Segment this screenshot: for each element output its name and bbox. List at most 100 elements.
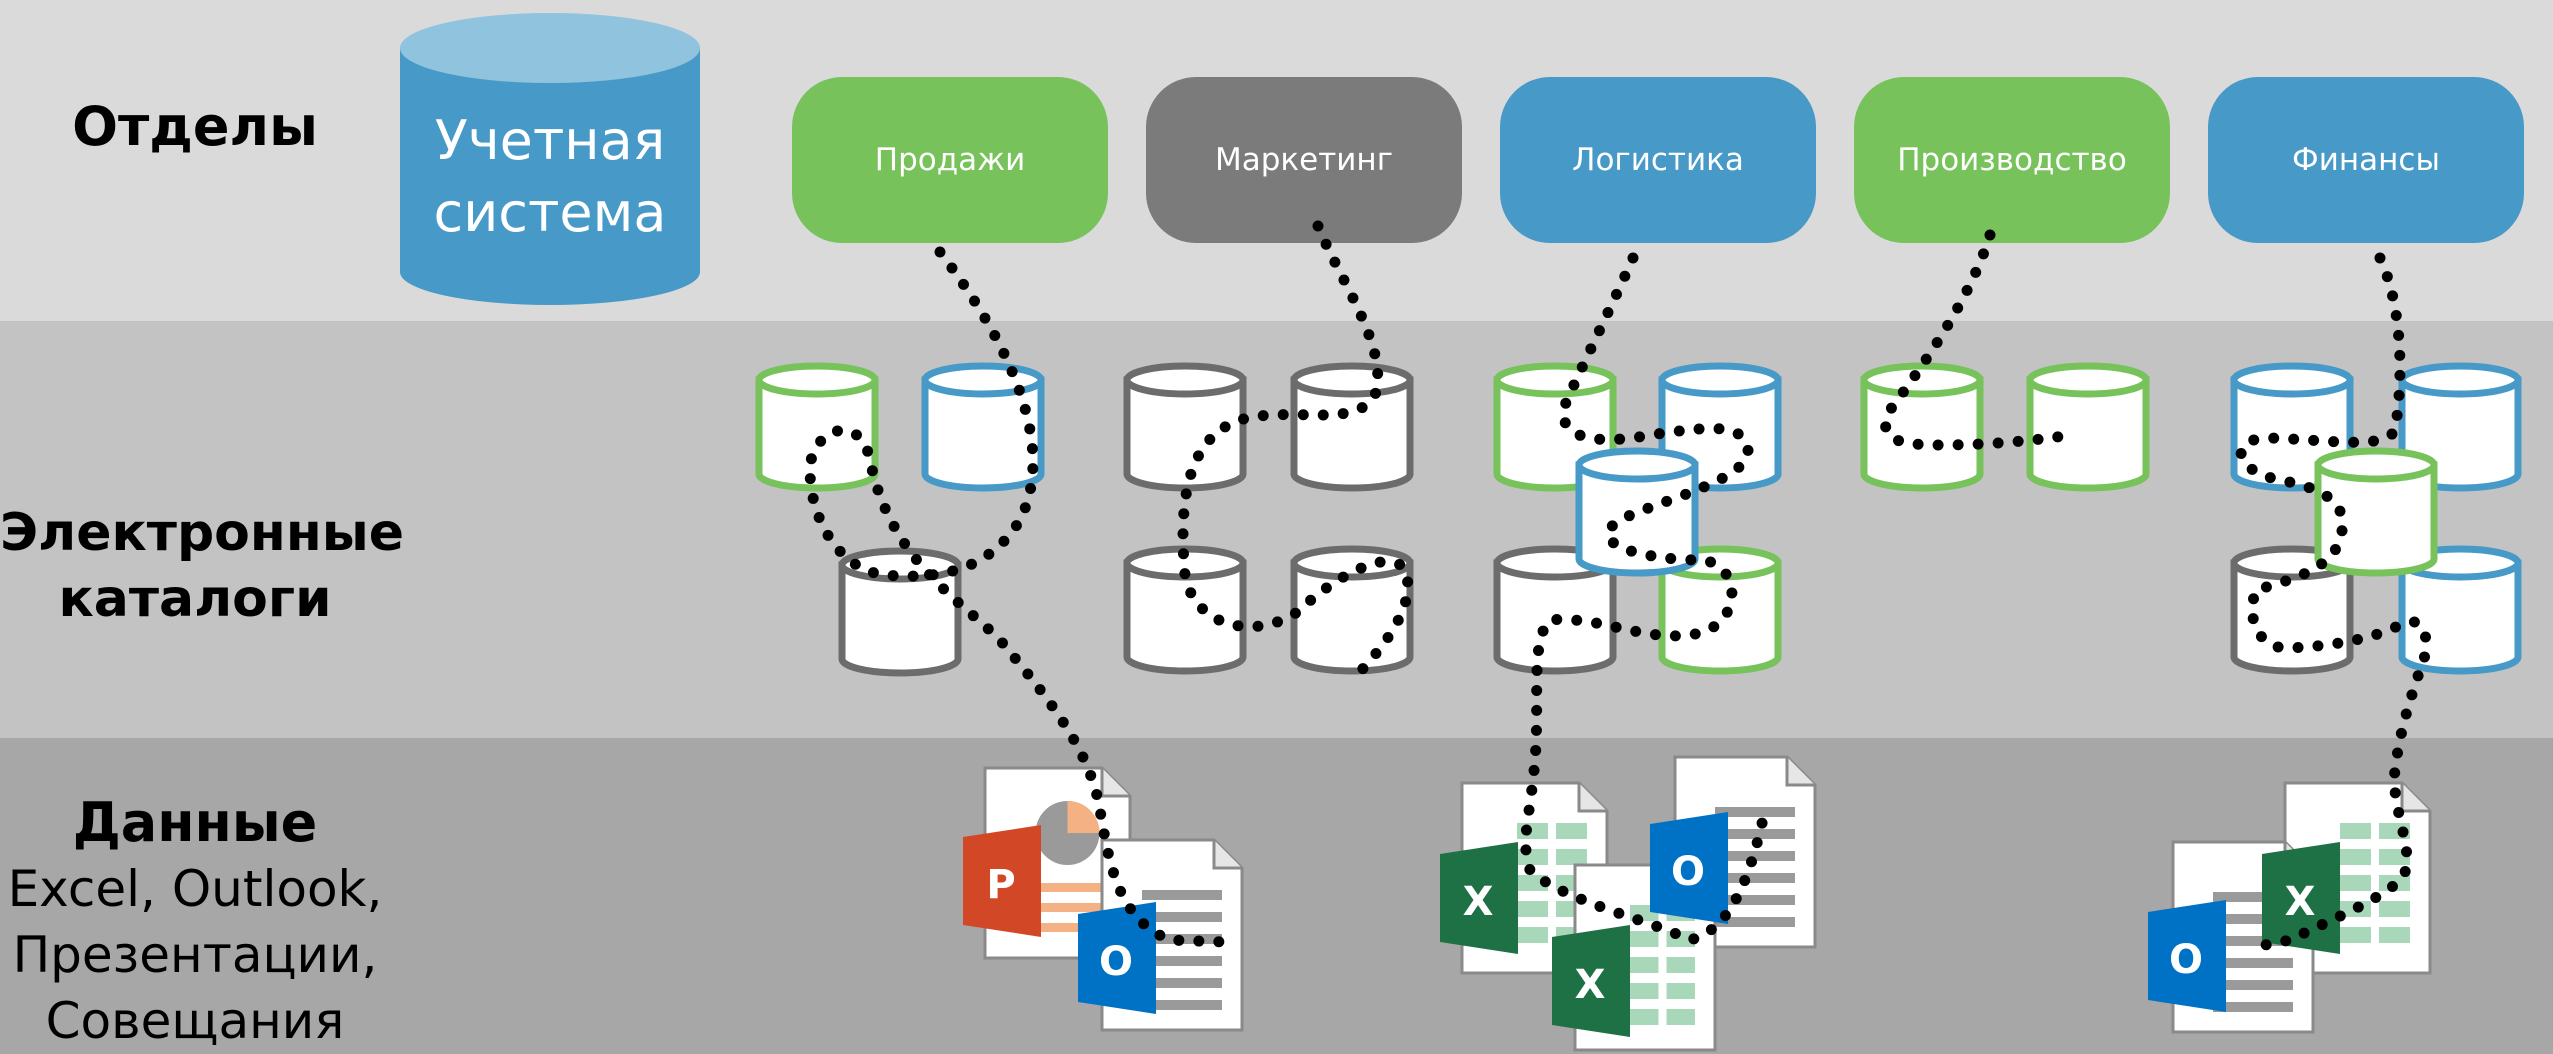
app-icon-shape xyxy=(1650,812,1728,924)
sheet-cell xyxy=(1517,901,1548,917)
slide-line xyxy=(1040,903,1110,912)
catalog-cylinder xyxy=(1123,545,1247,675)
text-line xyxy=(1142,1000,1222,1010)
app-icon-letter: O xyxy=(2169,937,2203,983)
dept-logistics[interactable]: Логистика xyxy=(1500,77,1816,243)
cylinder-top xyxy=(1123,362,1247,398)
cylinder-body xyxy=(2026,376,2150,492)
cylinder-body xyxy=(838,561,962,677)
cylinder-body xyxy=(1290,376,1414,492)
text-line xyxy=(2213,958,2293,968)
cylinder-body xyxy=(1123,559,1247,675)
row-label-departments: Отделы xyxy=(72,95,318,158)
slide-line xyxy=(1040,883,1110,892)
dept-production[interactable]: Производство xyxy=(1854,77,2170,243)
text-line xyxy=(2213,914,2293,924)
text-line xyxy=(2213,980,2293,990)
dotted-connector xyxy=(804,246,1231,948)
text-line xyxy=(1142,890,1222,900)
row-label-data: Данные Excel, Outlook, Презентации, Сове… xyxy=(0,790,390,1054)
dept-finance[interactable]: Финансы xyxy=(2208,77,2524,243)
sheet-cell xyxy=(1666,1009,1695,1025)
sheet-cell xyxy=(1630,957,1659,973)
data-label-line2: Презентации, xyxy=(12,926,378,984)
catalog-cylinder xyxy=(921,362,1045,492)
text-line xyxy=(1715,807,1795,817)
app-icon-shape xyxy=(1440,842,1518,954)
app-icon-shape xyxy=(1078,902,1156,1014)
cylinder-top xyxy=(2026,362,2150,398)
cylinder-top xyxy=(2398,362,2522,398)
data-band xyxy=(0,738,2553,1054)
sheet-cell xyxy=(2340,849,2371,865)
app-icon-letter: O xyxy=(1099,939,1133,985)
app-icon-letter: X xyxy=(2285,879,2316,925)
dotted-connector xyxy=(1177,220,1414,678)
dotted-connector xyxy=(2235,252,2432,951)
catalog-cylinder xyxy=(755,362,879,492)
text-line xyxy=(1715,873,1795,883)
row-label-catalogs: Электронные каталоги xyxy=(0,500,404,632)
cylinder-top xyxy=(1860,362,1984,398)
accounting-system-label: Учетная система xyxy=(400,105,700,249)
text-line xyxy=(1715,829,1795,839)
sheet-cell xyxy=(2340,823,2371,839)
cylinder-top xyxy=(1493,362,1617,398)
slide-pie-slice xyxy=(1067,801,1100,833)
page-fold xyxy=(1785,757,1815,787)
cylinder-top xyxy=(1658,362,1782,398)
page-fold xyxy=(1212,840,1242,870)
catalog-cylinder xyxy=(838,547,962,677)
app-icon-letter: X xyxy=(1575,962,1606,1008)
cylinder-top xyxy=(2230,362,2354,398)
app-icon-letter: X xyxy=(1463,879,1494,925)
sheet-cell xyxy=(1517,875,1548,891)
dept-sales[interactable]: Продажи xyxy=(792,77,1108,243)
outlook-icon: O xyxy=(1650,812,1728,924)
catalog-cylinder xyxy=(1658,545,1782,675)
outlook-icon: O xyxy=(1078,902,1156,1014)
catalog-cylinder xyxy=(1290,362,1414,492)
excel-icon: X xyxy=(1440,842,1518,954)
app-icon-letter: O xyxy=(1671,849,1705,895)
sheet-cell xyxy=(1630,931,1659,947)
dept-marketing[interactable]: Маркетинг xyxy=(1146,77,1462,243)
system-cylinder-body xyxy=(400,48,700,305)
text-line xyxy=(1715,917,1795,927)
text-line xyxy=(1715,851,1795,861)
cylinder-body xyxy=(921,376,1045,492)
catalog-cylinder xyxy=(1123,362,1247,492)
catalog-cylinder xyxy=(1575,447,1699,577)
sheet-cell xyxy=(2340,875,2371,891)
sheet-cell xyxy=(1666,957,1695,973)
sheet-cell xyxy=(1556,849,1587,865)
sheet-cell xyxy=(2379,901,2410,917)
sheet-cell xyxy=(1556,823,1587,839)
catalog-cylinder xyxy=(2026,362,2150,492)
cylinder-top xyxy=(755,362,879,398)
system-label-line1: Учетная xyxy=(434,109,666,172)
sheet-cell xyxy=(2340,927,2371,943)
page-fold xyxy=(1577,783,1607,813)
catalogs-label-line2: каталоги xyxy=(58,569,332,629)
dotted-connector xyxy=(1520,252,1771,946)
slide-line xyxy=(1040,923,1110,932)
catalogs-label-line1: Электронные xyxy=(0,503,405,563)
cylinder-body xyxy=(1123,376,1247,492)
cylinder-top xyxy=(1290,362,1414,398)
sheet-cell xyxy=(1666,983,1695,999)
sheet-cell xyxy=(1517,927,1548,943)
cylinder-top xyxy=(1575,447,1699,483)
system-label-line2: система xyxy=(433,181,667,244)
app-icon-shape xyxy=(1552,925,1630,1037)
sheet-cell xyxy=(1630,983,1659,999)
text-line xyxy=(2213,1002,2293,1012)
cylinder-body xyxy=(755,376,879,492)
data-label-line3: Совещания xyxy=(45,992,345,1050)
system-cylinder-top xyxy=(400,13,700,83)
app-icon-shape xyxy=(2148,900,2226,1012)
sheet-cell xyxy=(1630,1009,1659,1025)
